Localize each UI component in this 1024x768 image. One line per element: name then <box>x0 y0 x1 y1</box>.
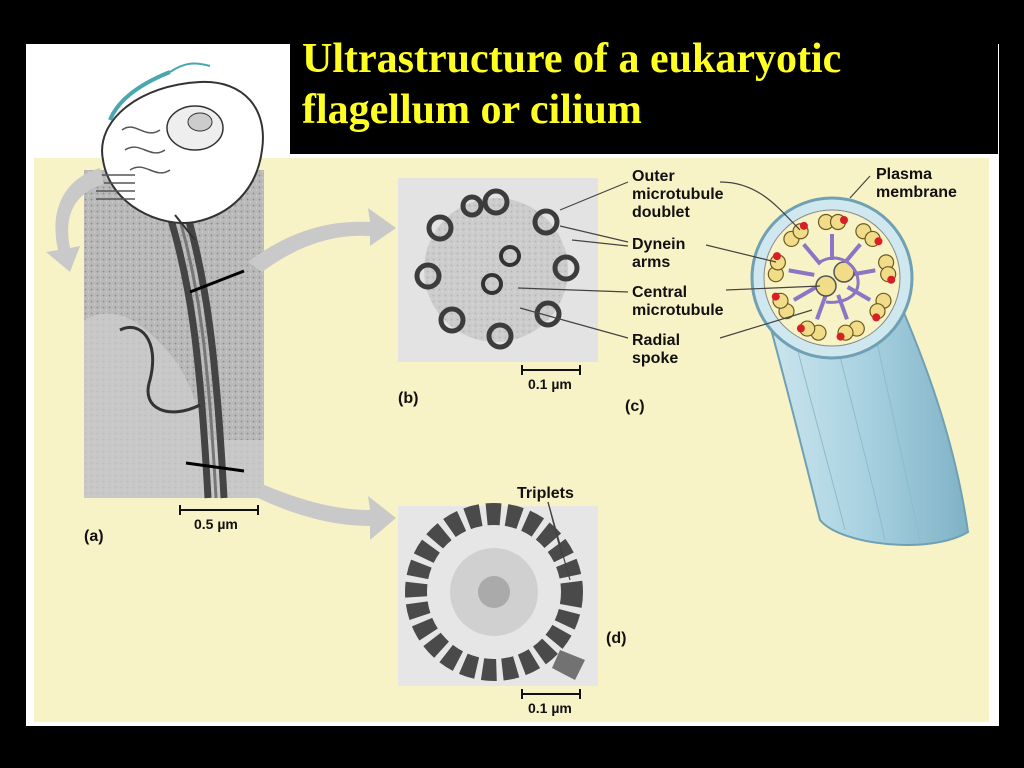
radial-spoke-line <box>792 285 818 302</box>
label-outer-microtubule-doublet: Outer microtubule doublet <box>632 168 724 221</box>
panel-letter-b: (b) <box>398 390 419 407</box>
dynein-arm <box>874 237 883 246</box>
scale-bar-d: 0.1 µm <box>528 700 572 716</box>
micrograph-d <box>398 503 598 686</box>
dynein-arm <box>872 313 881 322</box>
dynein-arm <box>771 292 780 301</box>
radial-spoke-line <box>846 285 872 302</box>
panel-letter-a: (a) <box>84 528 104 545</box>
scale-bar-a: 0.5 µm <box>194 516 238 532</box>
connector-arrows <box>46 168 396 540</box>
scale-bar-lines <box>179 365 581 699</box>
dynein-arm <box>887 275 896 284</box>
dynein-arm <box>772 252 781 261</box>
scale-bar-b: 0.1 µm <box>528 376 572 392</box>
radial-spoke-line <box>802 243 822 266</box>
label-leader-lines <box>517 175 871 581</box>
label-dynein-arms: Dynein arms <box>632 236 686 271</box>
dynein-arm <box>799 221 808 230</box>
dynein-arm <box>836 332 845 341</box>
dynein-arm <box>840 216 848 224</box>
label-plasma-membrane: Plasma membrane <box>876 166 957 201</box>
radial-spoke-line <box>836 294 849 321</box>
radial-spoke-line <box>788 268 815 277</box>
panel-letter-d: (d) <box>606 630 627 647</box>
label-central-microtubule: Central microtubule <box>632 284 724 319</box>
micrograph-a <box>84 170 264 499</box>
label-radial-spoke: Radial spoke <box>632 332 681 367</box>
title-box <box>290 26 998 154</box>
page-title: Ultrastructure of a eukaryotic flagellum… <box>302 36 842 133</box>
panel-letter-c: (c) <box>625 398 645 415</box>
flagellum-diagram <box>750 196 970 546</box>
radial-spoke-line <box>815 294 828 321</box>
label-triplets: Triplets <box>517 485 574 502</box>
micrograph-b <box>398 178 598 362</box>
cell-illustration <box>96 62 264 241</box>
dynein-arm <box>796 324 805 333</box>
